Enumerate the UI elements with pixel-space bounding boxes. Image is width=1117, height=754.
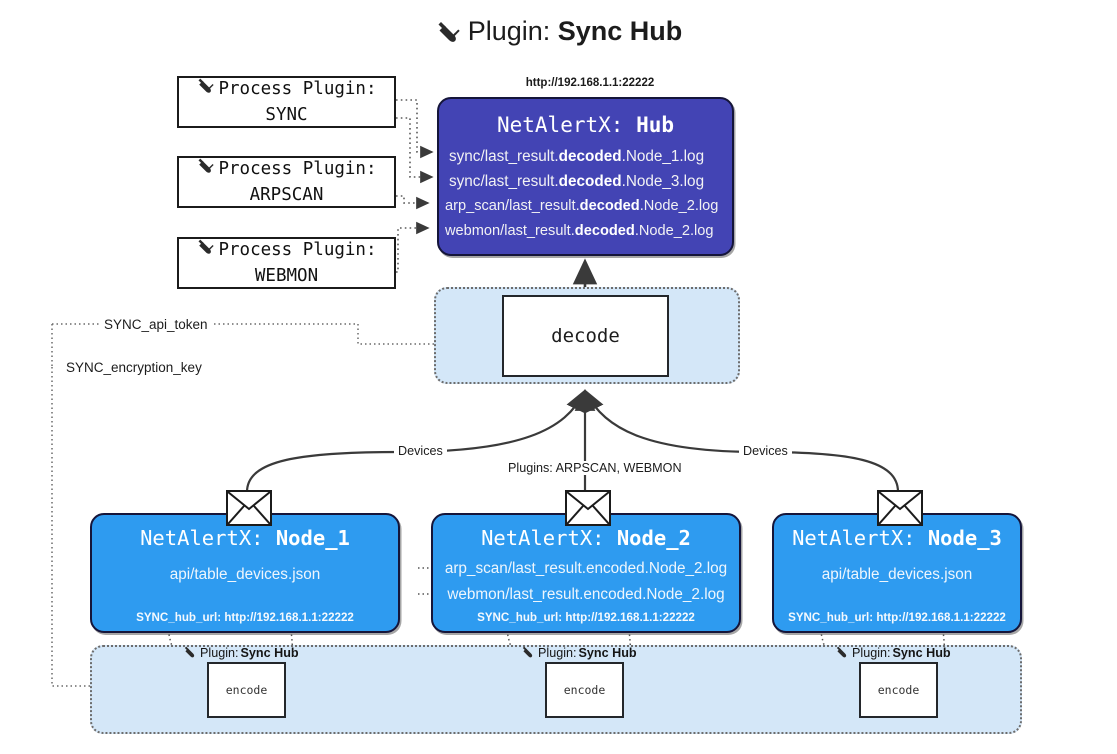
encode-box-3[interactable]: encode (859, 662, 938, 718)
encoder-label-name: Sync Hub (892, 646, 951, 660)
log-mid: decoded (558, 173, 622, 190)
plug-icon (183, 645, 198, 661)
log-mid: decoded (574, 223, 635, 239)
title-prefix: Plugin: (467, 16, 558, 46)
hub-log-line: arp_scan/last_result.decoded.Node_2.log (445, 194, 732, 219)
node-hub-url: SYNC_hub_url: http://192.168.1.1:22222 (477, 611, 695, 624)
envelope-icon (226, 490, 272, 526)
hub-url-label: http://192.168.1.1:22222 (525, 77, 655, 89)
plug-icon (196, 156, 216, 182)
encoder-label-name: Sync Hub (578, 646, 637, 660)
process-plugin-line2: WEBMON (254, 266, 319, 286)
node-line: arp_scan/last_result.encoded.Node_2.log (444, 560, 728, 577)
node-title-prefix: NetAlertX: (140, 526, 276, 550)
log-pre: webmon/last_result. (445, 223, 575, 239)
edge-label-devices-left: Devices (394, 444, 447, 458)
log-mid: decoded (579, 198, 640, 214)
process-plugin-line2: SYNC (265, 105, 308, 125)
node-title-name: Node_2 (616, 526, 691, 550)
encoder-label-name: Sync Hub (240, 646, 299, 660)
node-box-node-1[interactable]: NetAlertX: Node_1 api/table_devices.json… (90, 513, 400, 633)
node-line: api/table_devices.json (169, 566, 321, 583)
hub-title: NetAlertX: Hub (439, 113, 732, 137)
log-post: .Node_2.log (639, 198, 719, 214)
encoder-plugin-label-3: Plugin: Sync Hub (835, 645, 951, 661)
encoder-label-prefix: Plugin: (200, 646, 239, 660)
node-box-node-2[interactable]: NetAlertX: Node_2 arp_scan/last_result.e… (431, 513, 741, 633)
encode-box-1[interactable]: encode (207, 662, 286, 718)
node-title: NetAlertX: Node_3 (774, 526, 1020, 550)
node-title-name: Node_3 (927, 526, 1002, 550)
log-post: .Node_3.log (621, 173, 705, 190)
log-pre: sync/last_result. (449, 148, 559, 165)
log-mid: decoded (558, 148, 622, 165)
hub-title-prefix: NetAlertX: (496, 113, 637, 137)
hub-box[interactable]: NetAlertX: Hub sync/last_result.decoded.… (437, 97, 734, 256)
envelope-icon (565, 490, 611, 526)
hub-log-line: sync/last_result.decoded.Node_1.log (449, 144, 732, 169)
sync-encryption-key-label: SYNC_encryption_key (62, 360, 206, 375)
log-post: .Node_2.log (634, 223, 714, 239)
hub-log-list: sync/last_result.decoded.Node_1.log sync… (439, 144, 732, 244)
node-title-prefix: NetAlertX: (481, 526, 617, 550)
process-plugin-webmon[interactable]: Process Plugin: WEBMON (177, 237, 396, 289)
node-title-prefix: NetAlertX: (792, 526, 928, 550)
encoder-plugin-label-2: Plugin: Sync Hub (521, 645, 637, 661)
hub-log-line: sync/last_result.decoded.Node_3.log (449, 169, 732, 194)
log-pre: arp_scan/last_result. (445, 198, 580, 214)
process-plugin-line1: Process Plugin: (218, 159, 377, 179)
plug-icon (435, 19, 463, 50)
process-plugin-arpscan[interactable]: Process Plugin: ARPSCAN (177, 156, 396, 208)
decode-box[interactable]: decode (502, 295, 669, 377)
node-line: webmon/last_result.encoded.Node_2.log (447, 586, 725, 603)
encode-box-2[interactable]: encode (545, 662, 624, 718)
title-name: Sync Hub (557, 16, 683, 46)
log-pre: sync/last_result. (449, 173, 559, 190)
process-plugin-line1: Process Plugin: (218, 240, 377, 260)
process-plugin-line2: ARPSCAN (249, 185, 324, 205)
plug-icon (196, 76, 216, 102)
node-box-node-3[interactable]: NetAlertX: Node_3 api/table_devices.json… (772, 513, 1022, 633)
page-title: Plugin: Sync Hub (0, 16, 1117, 50)
node-title: NetAlertX: Node_2 (433, 526, 739, 550)
hub-log-line: webmon/last_result.decoded.Node_2.log (445, 219, 732, 244)
encoder-label-prefix: Plugin: (538, 646, 577, 660)
plug-icon (196, 237, 216, 263)
node-hub-url: SYNC_hub_url: http://192.168.1.1:22222 (136, 611, 354, 624)
node-title-name: Node_1 (275, 526, 350, 550)
node-hub-url: SYNC_hub_url: http://192.168.1.1:22222 (788, 611, 1006, 624)
sync-api-token-label: SYNC_api_token (100, 317, 212, 332)
plug-icon (521, 645, 536, 661)
log-post: .Node_1.log (621, 148, 705, 165)
process-plugin-line1: Process Plugin: (218, 79, 377, 99)
node-line: api/table_devices.json (821, 566, 973, 583)
envelope-icon (877, 490, 923, 526)
hub-title-name: Hub (636, 113, 674, 137)
encoder-plugin-label-1: Plugin: Sync Hub (183, 645, 299, 661)
encoder-label-prefix: Plugin: (852, 646, 891, 660)
process-plugin-sync[interactable]: Process Plugin: SYNC (177, 76, 396, 128)
edge-label-devices-right: Devices (739, 444, 792, 458)
edge-label-plugins: Plugins: ARPSCAN, WEBMON (504, 461, 686, 475)
plug-icon (835, 645, 850, 661)
node-title: NetAlertX: Node_1 (92, 526, 398, 550)
